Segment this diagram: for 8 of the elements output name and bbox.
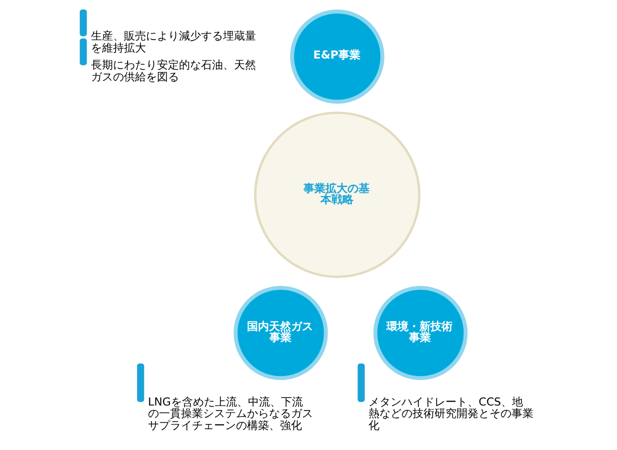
node-circle: 環境・新技術事業 bbox=[372, 286, 468, 380]
node-circle: E&P事業 bbox=[290, 10, 384, 104]
node-circle: 国内天然ガス事業 bbox=[233, 286, 328, 380]
node-label: 生産、販売により減少する埋蔵量を維持拡大 bbox=[90, 30, 256, 54]
node-label: メタンハイドレート、CCS、地熱などの技術研究開発とその事業化 bbox=[368, 395, 534, 432]
node-label: LNGを含めた上流、中流、下流の一貫操業システムからなるガスサプライチェーンの構築、強化 bbox=[148, 395, 313, 432]
node-label: 長期にわたり安定的な石油、天然ガスの供給を図る bbox=[90, 58, 256, 84]
node-circle: 事業拡大の基本戦略 bbox=[254, 112, 420, 278]
